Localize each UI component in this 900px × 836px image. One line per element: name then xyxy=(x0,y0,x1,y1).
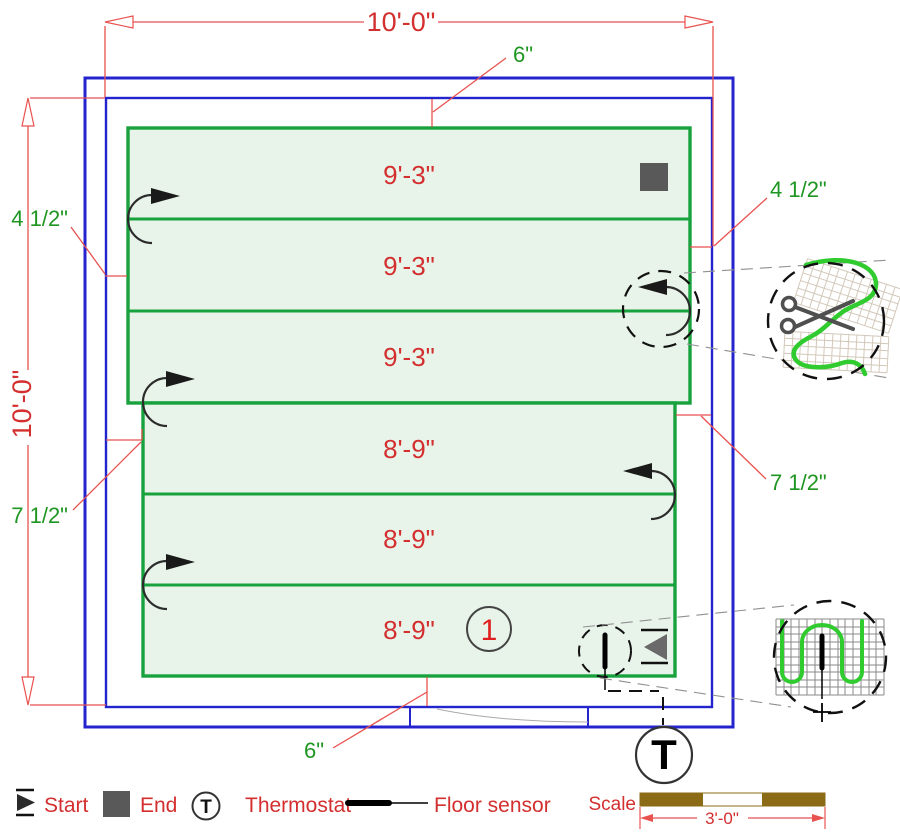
sensor-lead-dashed xyxy=(608,690,664,725)
scale-bar-segment xyxy=(762,793,825,806)
turn-arc-left xyxy=(141,376,168,428)
legend: Start End T Thermostat Floor sensor xyxy=(16,788,551,821)
heating-mat-area xyxy=(126,126,692,678)
left-bottom-gap-label: 7 1/2" xyxy=(11,503,68,528)
dimension-arrowheads xyxy=(21,15,714,706)
mat-number-bubble: 1 xyxy=(466,606,512,652)
room-width-dimension: 10'-0" xyxy=(367,7,436,37)
mat-row-length-1: 9'-3" xyxy=(383,160,435,190)
mat-row-length-6: 8'-9" xyxy=(383,615,435,645)
mat-row-length-4: 8'-9" xyxy=(383,434,435,464)
thermostat-letter: T xyxy=(651,731,677,778)
cut-detail-callout-circle xyxy=(621,269,701,349)
legend-floor-sensor-label: Floor sensor xyxy=(434,794,551,817)
bottom-gap-label: 6" xyxy=(304,738,324,763)
direction-arrow-right xyxy=(166,371,195,387)
direction-arrow-left xyxy=(623,463,652,479)
mesh-strip-lower xyxy=(782,330,890,374)
scale-length-label: 3'-0" xyxy=(705,809,739,828)
scale-arrow-right xyxy=(812,814,825,822)
right-bottom-gap-label: 7 1/2" xyxy=(770,470,827,495)
scale-bar: Scale 3'-0" xyxy=(588,792,826,829)
scale-arrow-left xyxy=(640,814,653,822)
thermostat-icon: T xyxy=(191,791,221,821)
mat-end-marker xyxy=(640,163,668,191)
mat-row-dividers xyxy=(128,217,690,587)
turn-arc-right xyxy=(650,469,677,521)
mat-turn-arcs xyxy=(126,193,692,611)
cut-detail-bubble xyxy=(766,257,900,381)
mat-number: 1 xyxy=(481,614,498,647)
legend-thermostat-letter: T xyxy=(200,797,212,818)
heating-wire-sensor-detail xyxy=(780,619,864,684)
scissors-icon xyxy=(779,295,855,335)
legend-start-label: Start xyxy=(44,794,89,817)
heating-mat-upper-block xyxy=(126,126,692,405)
dimension-lines xyxy=(27,21,768,749)
mat-row-length-5: 8'-9" xyxy=(383,524,435,554)
mat-start-marker xyxy=(641,628,668,665)
direction-arrow-left xyxy=(638,279,667,295)
turn-arc-left xyxy=(141,559,168,611)
top-gap-label: 6" xyxy=(513,42,533,67)
room-walls xyxy=(83,76,735,729)
direction-arrow-right xyxy=(166,554,195,570)
heating-wire-cut-detail xyxy=(791,257,879,377)
direction-arrow-right xyxy=(151,188,180,204)
mat-direction-arrows xyxy=(151,188,667,570)
turn-arc-left xyxy=(126,193,153,245)
turn-arc-right xyxy=(665,285,692,337)
legend-end-label: End xyxy=(140,794,177,817)
sensor-detail-bubble xyxy=(772,599,888,722)
heating-mat-lower-block xyxy=(141,401,677,678)
scale-bar-segment xyxy=(640,793,703,806)
scale-label: Scale xyxy=(588,794,636,815)
thermostat-symbol: T xyxy=(634,725,694,785)
mat-row-length-3: 9'-3" xyxy=(383,342,435,372)
start-icon xyxy=(16,788,35,817)
end-icon xyxy=(103,791,130,817)
mat-row-length-2: 9'-3" xyxy=(383,251,435,281)
right-top-gap-label: 4 1/2" xyxy=(770,177,827,202)
left-top-gap-label: 4 1/2" xyxy=(11,206,68,231)
wall-cable-curve xyxy=(436,708,589,723)
legend-thermostat-label: Thermostat xyxy=(245,794,351,817)
room-height-dimension: 10'-0" xyxy=(7,370,37,439)
